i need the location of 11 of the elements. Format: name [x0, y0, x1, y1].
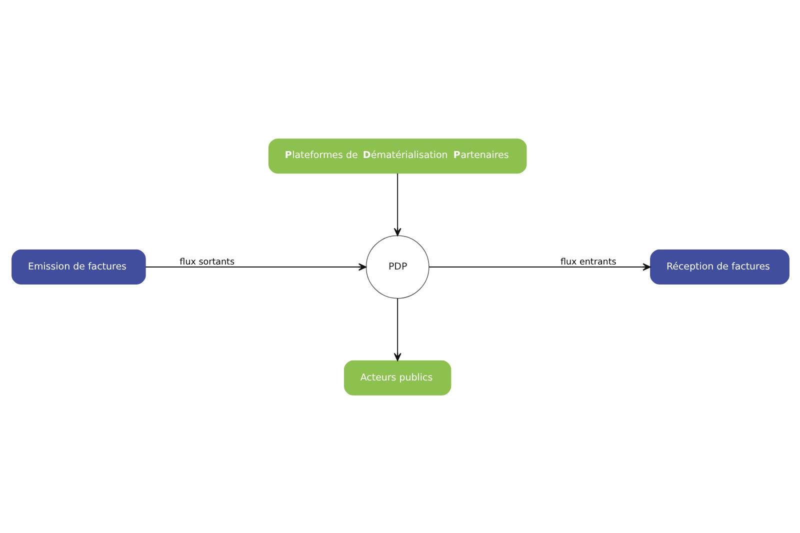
edge-label: flux entrants — [560, 257, 616, 268]
arrow — [393, 297, 401, 361]
node-box: Réception de factures — [650, 248, 789, 284]
node-circle: PDP — [365, 234, 429, 298]
node-box: Plateformes de Dématérialisation Partenaires — [268, 138, 526, 174]
arrow — [428, 262, 650, 270]
node-box: Emission de factures — [11, 248, 146, 284]
arrow — [144, 262, 366, 270]
arrow — [393, 172, 401, 236]
edge-label: flux sortants — [179, 257, 234, 268]
node-box: Acteurs publics — [343, 360, 451, 395]
